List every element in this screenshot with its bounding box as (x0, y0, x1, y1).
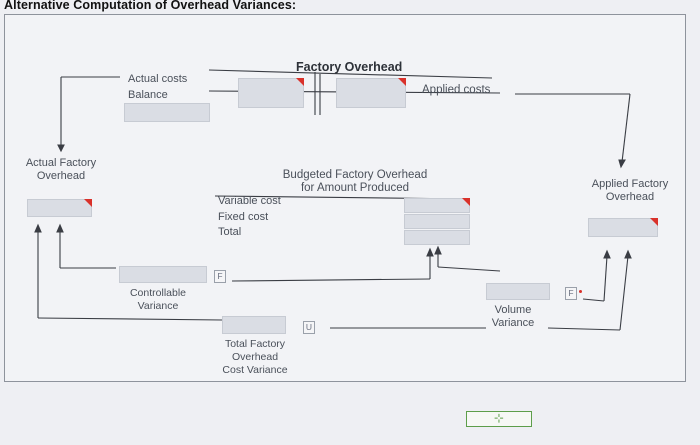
total-variance-label: Total Factory Overhead Cost Variance (222, 338, 288, 376)
total-label: Total (218, 226, 242, 238)
applied-costs-label: Applied costs (422, 84, 491, 96)
controllable-variance-input[interactable] (119, 266, 207, 283)
controllable-variance-label: Controllable Variance (129, 287, 187, 312)
t-account-top-line (208, 69, 493, 79)
applied-factory-overhead-input[interactable] (588, 218, 658, 237)
factory-overhead-title: Factory Overhead (296, 60, 403, 74)
volume-flag-marker (579, 290, 582, 293)
t-account-left-input[interactable] (238, 78, 304, 108)
budgeted-title: Budgeted Factory Overhead for Amount Pro… (282, 169, 428, 194)
arrow-down-left (57, 144, 65, 153)
volume-favorable-select[interactable]: F (565, 287, 577, 300)
actual-balance-input[interactable] (124, 103, 210, 122)
actual-factory-overhead-input[interactable] (27, 199, 92, 217)
actual-costs-label: Actual costs (128, 73, 188, 85)
volume-variance-label: Volume Variance (491, 304, 535, 329)
variable-cost-input[interactable] (404, 198, 470, 213)
applied-factory-overhead-label: Applied Factory Overhead (591, 178, 669, 203)
balance-label: Balance (128, 89, 168, 101)
applied-down-line (621, 93, 631, 163)
total-input[interactable] (404, 230, 470, 245)
fixed-cost-input[interactable] (404, 214, 470, 229)
total-variance-favorable-select[interactable]: U (303, 321, 315, 334)
controllable-link-line (231, 278, 431, 282)
expand-icon: ⊹ (493, 411, 505, 425)
actual-factory-overhead-label: Actual Factory Overhead (25, 157, 97, 182)
variable-cost-label: Variable cost (218, 195, 281, 207)
page-title: Alternative Computation of Overhead Vari… (4, 0, 297, 12)
expand-button[interactable]: ⊹ (466, 411, 532, 427)
t-account-right-input[interactable] (336, 78, 406, 108)
total-variance-input[interactable] (222, 316, 286, 334)
volume-variance-input[interactable] (486, 283, 550, 300)
arrow-down-right (618, 159, 626, 169)
fixed-cost-label: Fixed cost (218, 211, 269, 223)
controllable-favorable-select[interactable]: F (214, 270, 226, 283)
